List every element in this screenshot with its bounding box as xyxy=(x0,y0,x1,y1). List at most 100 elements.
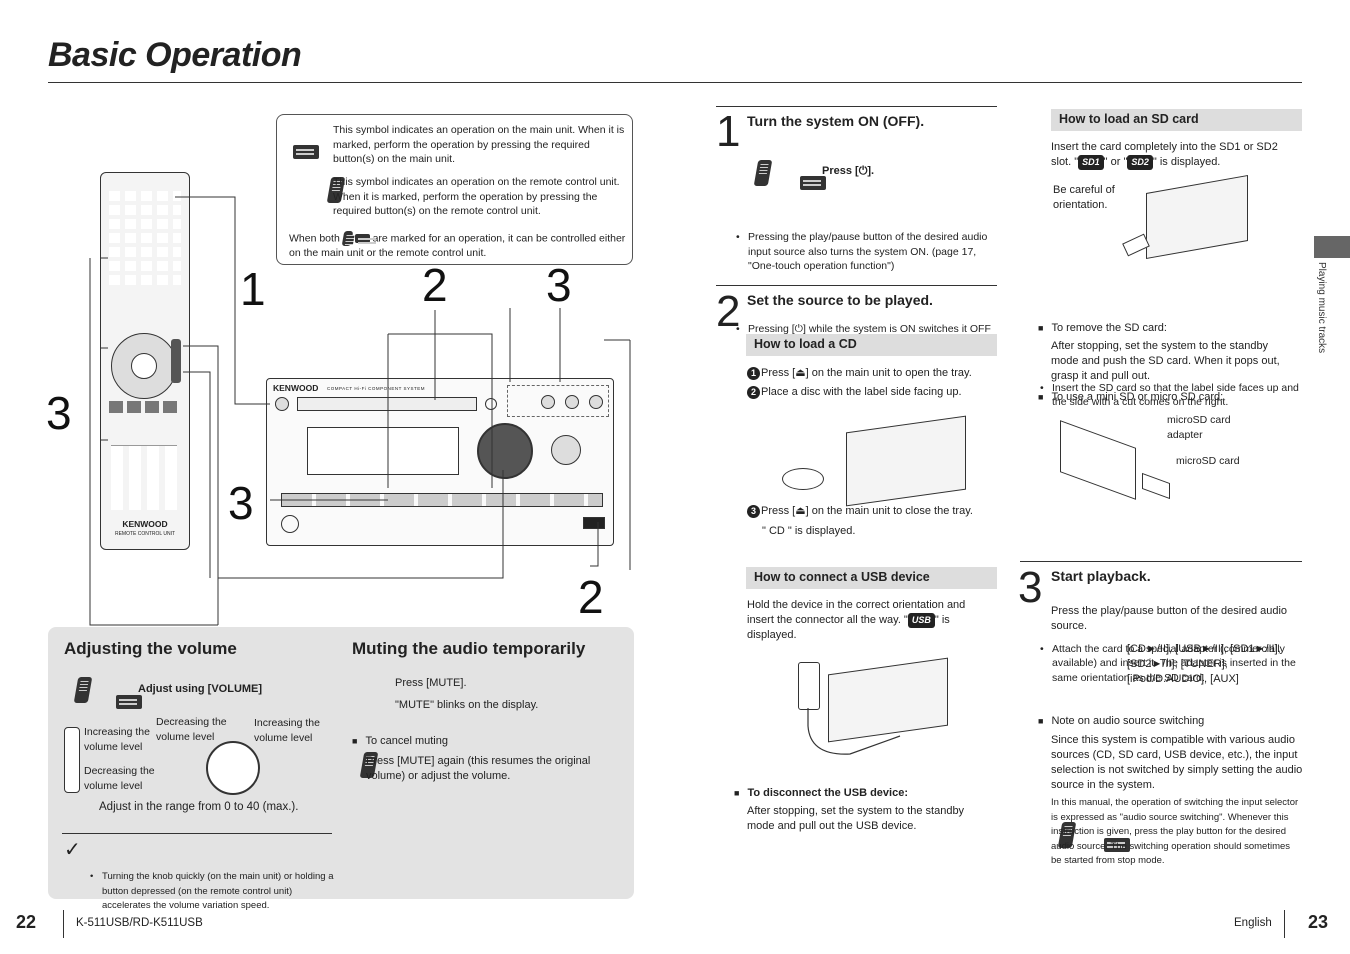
main-unit-icon xyxy=(800,176,827,190)
footer-language: English xyxy=(1234,917,1272,929)
eject-button xyxy=(485,398,497,410)
source-switching-note: In this manual, the operation of switchi… xyxy=(1051,797,1299,866)
usb-port xyxy=(583,517,605,529)
remote-brand: KENWOOD xyxy=(122,519,168,529)
mute-press-text: Press [MUTE]. xyxy=(395,677,467,689)
callout-2: 2 xyxy=(422,259,448,311)
section-tab xyxy=(1314,236,1350,258)
volume-mute-panel: Adjusting the volume Adjust using [VOLUM… xyxy=(48,627,634,911)
usb-device-illustration xyxy=(798,662,820,710)
sd-remove-heading: To remove the SD card: xyxy=(1038,321,1167,336)
callout-3-lower: 3 xyxy=(228,477,254,529)
main-unit-icon xyxy=(1104,838,1131,852)
step1-divider xyxy=(716,106,997,107)
step1-press-power: Press [⏻]. xyxy=(822,165,875,177)
sd-attach-bullet: Attach the card to a special adapter (co… xyxy=(1040,642,1310,686)
microsd-adapter-label: microSD card adapter xyxy=(1167,414,1231,441)
source-switching-text: Since this system is compatible with var… xyxy=(1051,734,1303,791)
usb-disconnect-heading: To disconnect the USB device: xyxy=(734,786,908,801)
source-buttons xyxy=(507,385,609,417)
usb-text: Hold the device in the correct orientati… xyxy=(747,599,966,641)
main-unit-icon xyxy=(354,234,376,243)
sd-intro: Insert the card completely into the SD1 … xyxy=(1051,141,1278,170)
section-tab-label: Playing music tracks xyxy=(1316,262,1327,354)
step3-sources: [CD►/II], [USB►/II], [SD1►/II], [SD2►/II… xyxy=(1127,643,1281,685)
unit-brand: KENWOOD xyxy=(273,383,319,393)
step3-divider xyxy=(1020,561,1302,562)
remote-label: REMOTE CONTROL UNIT xyxy=(114,531,176,537)
step1-bullet-1: Pressing the play/pause button of the de… xyxy=(736,230,1004,274)
decreasing-remote-label: Decreasing the volume level xyxy=(84,765,155,792)
footer-left-rule xyxy=(63,910,64,938)
volume-knob-icon xyxy=(206,741,260,795)
step3-text: Press the play/pause button of the desir… xyxy=(1051,605,1288,632)
display-window xyxy=(307,427,459,475)
microsd-card-label: microSD card xyxy=(1176,455,1240,467)
page-title: Basic Operation xyxy=(48,36,302,74)
remote-transport-row xyxy=(109,401,181,413)
sd-careful-label: Be careful of orientation. xyxy=(1053,184,1115,211)
callout-1: 1 xyxy=(240,263,266,315)
left-page-number: 22 xyxy=(16,912,37,932)
unit-system-label: COMPACT Hi-Fi COMPONENT SYSTEM xyxy=(327,386,426,391)
callout-3: 3 xyxy=(546,259,572,311)
cd-heading: How to load a CD xyxy=(746,334,997,356)
legend-main-unit-text: This symbol indicates an operation on th… xyxy=(333,124,625,165)
remote-icon xyxy=(73,677,93,703)
legend-remote-text: This symbol indicates an operation on th… xyxy=(333,176,620,217)
mute-blinks-text: "MUTE" blinks on the display. xyxy=(395,699,539,711)
sd2-badge: SD2 xyxy=(1127,155,1153,170)
sd-remove-text: After stopping, set the system to the st… xyxy=(1051,340,1280,382)
multi-control-pad xyxy=(551,435,581,465)
cancel-mute-heading: To cancel muting xyxy=(352,734,448,749)
step2-title: Set the source to be played. xyxy=(747,292,933,308)
increasing-knob-label: Increasing the volume level xyxy=(254,717,320,744)
usb-cable xyxy=(807,708,901,755)
increasing-remote-label: Increasing the volume level xyxy=(84,726,150,753)
sd1-badge: SD1 xyxy=(1078,155,1104,170)
step2-divider xyxy=(716,285,997,286)
step3-number: 3 xyxy=(1018,563,1043,612)
source-switching-heading: Note on audio source switching xyxy=(1038,714,1204,729)
volume-heading: Adjusting the volume xyxy=(64,639,237,658)
mute-heading: Muting the audio temporarily xyxy=(352,639,586,658)
right-page-number: 23 xyxy=(1308,912,1329,932)
remote-number-pad xyxy=(111,445,177,510)
step1-title: Turn the system ON (OFF). xyxy=(747,113,925,129)
note-divider xyxy=(62,833,332,834)
headphone-jack xyxy=(281,515,299,533)
callout-3-left: 3 xyxy=(46,387,72,439)
step3-title: Start playback. xyxy=(1051,568,1151,584)
usb-badge: USB xyxy=(907,613,935,628)
sd-heading: How to load an SD card xyxy=(1051,109,1302,131)
decreasing-knob-label: Decreasing the volume level xyxy=(156,716,227,743)
callout-2-lower: 2 xyxy=(578,571,604,623)
legend-both-text: When both are marked for an operation, i… xyxy=(289,231,626,259)
volume-range-text: Adjust in the range from 0 to 40 (max.). xyxy=(99,801,299,813)
remote-enter-button xyxy=(131,353,157,379)
usb-heading: How to connect a USB device xyxy=(746,567,997,589)
volume-adjust-label: Adjust using [VOLUME] xyxy=(138,683,263,695)
step1-number: 1 xyxy=(716,107,741,156)
main-unit-illustration: KENWOOD COMPACT Hi-Fi COMPONENT SYSTEM xyxy=(266,378,614,546)
main-unit-icon xyxy=(116,695,143,709)
disc-slot xyxy=(297,397,477,411)
step2-number: 2 xyxy=(716,287,741,336)
volume-note: Turning the knob quickly (on the main un… xyxy=(90,870,342,914)
cd-displayed-text: " CD " is displayed. xyxy=(762,525,856,537)
usb-disconnect-text: After stopping, set the system to the st… xyxy=(747,805,965,832)
volume-button-illustration xyxy=(64,727,80,793)
symbol-legend-box: This symbol indicates an operation on th… xyxy=(276,114,633,265)
remote-control-illustration: KENWOOD REMOTE CONTROL UNIT xyxy=(100,172,190,550)
model-number: K-511USB/RD-K511USB xyxy=(76,917,203,929)
remote-volume-buttons xyxy=(171,339,181,383)
volume-knob xyxy=(477,423,533,479)
sd-mini-heading: To use a mini SD or micro SD card: xyxy=(1038,390,1223,405)
power-button xyxy=(275,397,289,411)
check-icon: ✓ xyxy=(64,839,81,861)
main-unit-icon xyxy=(293,145,319,159)
